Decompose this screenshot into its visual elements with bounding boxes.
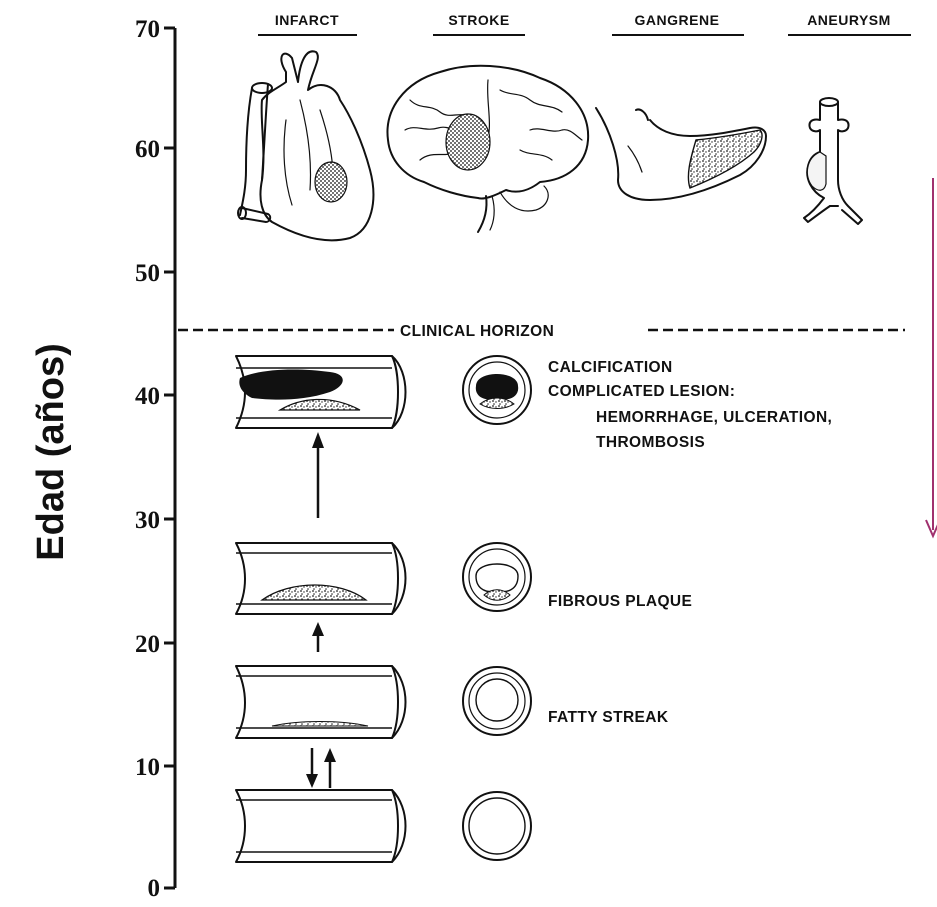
label-complicated-lesion: COMPLICATED LESION: [548,383,735,400]
y-tick-70: 70 [135,16,160,43]
y-tick-10: 10 [135,754,160,781]
vessel-fibrous-plaque [236,543,406,614]
cross-section-fatty [463,667,531,735]
label-hemorrhage: HEMORRHAGE, ULCERATION, [596,409,832,426]
y-tick-60: 60 [135,136,160,163]
label-fatty-streak: FATTY STREAK [548,709,669,726]
clinical-horizon: CLINICAL HORIZON [178,323,905,340]
y-tick-labels: 0 10 20 30 40 50 60 70 [135,16,160,902]
vessel-complicated-lesion [236,356,406,428]
arrow-fibrous-to-complicated [312,432,324,518]
aneurysm-illustration [804,98,862,224]
y-axis-label: Edad (años) [30,343,72,560]
label-thrombosis: THROMBOSIS [596,434,705,451]
arrow-fatty-to-fibrous [312,622,324,652]
header-gangrene: GANGRENE [635,12,720,28]
header-aneurysm: ANEURYSM [807,12,891,28]
cross-section-normal [463,792,531,860]
heart-illustration [238,51,373,240]
foot-illustration [596,108,766,200]
clinical-horizon-label: CLINICAL HORIZON [400,323,554,340]
vessel-normal [236,790,406,862]
label-calcification: CALCIFICATION [548,359,673,376]
cross-section-complicated [463,356,531,424]
cross-section-fibrous [463,543,531,611]
brain-illustration [387,66,588,232]
y-tick-0: 0 [148,875,161,902]
vessel-fatty-streak [236,666,406,738]
y-axis [164,28,175,888]
arrow-normal-fatty [306,748,336,788]
y-tick-20: 20 [135,631,160,658]
progression-arrow [926,178,937,536]
label-fibrous-plaque: FIBROUS PLAQUE [548,593,692,610]
header-infarct: INFARCT [275,12,339,28]
y-tick-30: 30 [135,507,160,534]
y-tick-50: 50 [135,260,160,287]
header-stroke: STROKE [448,12,509,28]
label-complicated: CALCIFICATION COMPLICATED LESION: HEMORR… [548,359,832,451]
column-headers: INFARCT STROKE GANGRENE ANEURYSM [258,12,911,35]
y-tick-40: 40 [135,383,160,410]
